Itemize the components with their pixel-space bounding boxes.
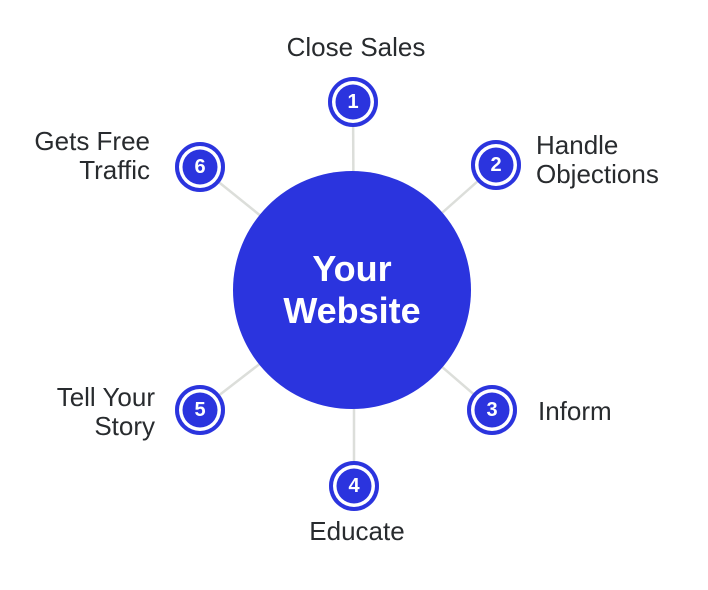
- node-4-number: 4: [348, 475, 360, 497]
- node-1-number: 1: [347, 91, 359, 113]
- label-tell-your-story: Tell Your Story: [56, 382, 155, 441]
- label-inform: Inform: [538, 396, 612, 426]
- label-gets-free-traffic: Gets Free Traffic: [34, 126, 150, 185]
- center-hub-circle: Your Website: [233, 171, 471, 409]
- label-educate: Educate: [309, 516, 405, 546]
- node-2-badge: 2: [471, 140, 521, 190]
- node-5-number: 5: [194, 399, 206, 421]
- node-3-number: 3: [486, 399, 498, 421]
- node-3-badge: 3: [467, 385, 517, 435]
- node-6-badge: 6: [175, 142, 225, 192]
- node-5-badge: 5: [175, 385, 225, 435]
- node-1-badge: 1: [328, 77, 378, 127]
- center-hub-label: Your Website: [283, 248, 421, 331]
- node-6-number: 6: [194, 156, 206, 178]
- node-4-badge: 4: [329, 461, 379, 511]
- node-2-number: 2: [490, 154, 502, 176]
- label-handle-objections: Handle Objections: [536, 130, 659, 189]
- label-close-sales: Close Sales: [286, 32, 426, 62]
